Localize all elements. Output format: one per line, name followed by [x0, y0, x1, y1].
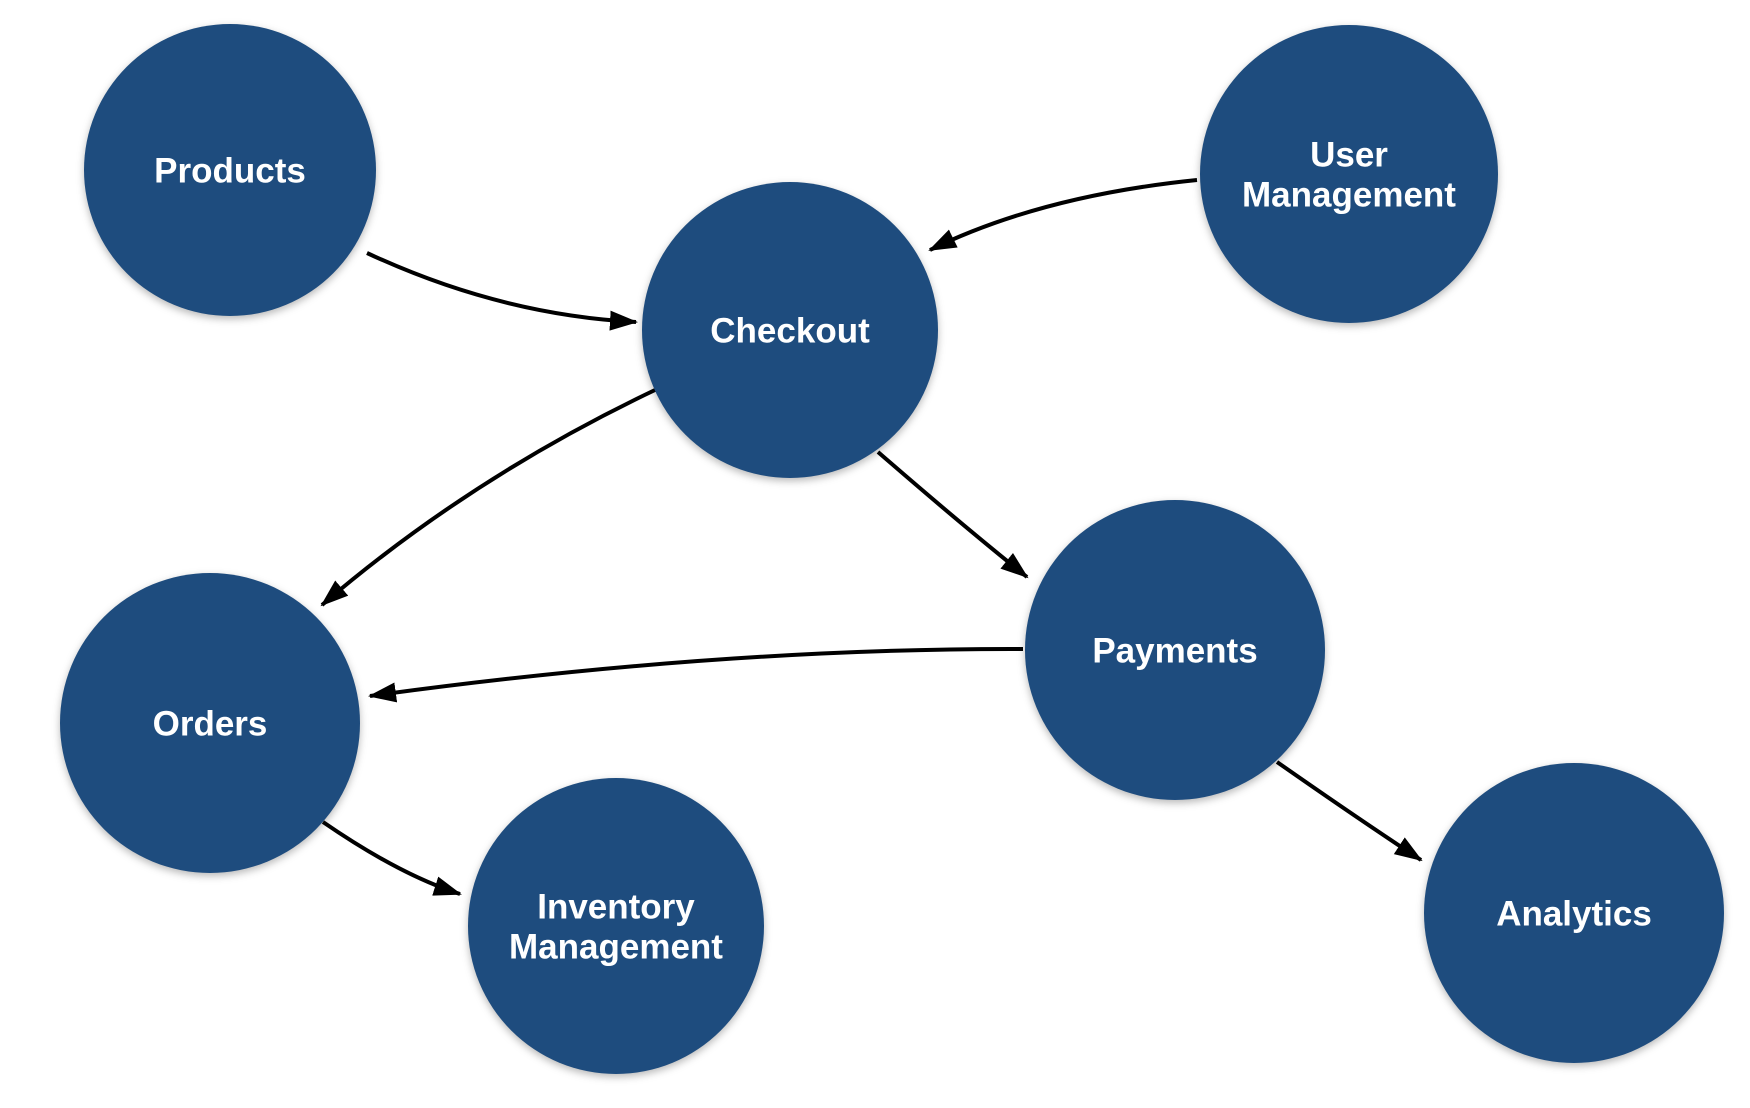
edge-payments-to-orders — [368, 646, 1024, 703]
edge-payments-to-analytics — [1275, 760, 1423, 862]
node-label-orders: Orders — [153, 705, 268, 744]
edge-checkout-to-payments — [876, 450, 1029, 579]
node-circle-products[interactable] — [84, 24, 376, 316]
edge-products-to-checkout — [366, 251, 638, 331]
node-circle-checkout[interactable] — [642, 182, 938, 478]
node-payments[interactable]: Payments — [1025, 500, 1325, 800]
node-circle-analytics[interactable] — [1424, 763, 1724, 1063]
node-orders[interactable]: Orders — [60, 573, 360, 873]
edges-layer — [320, 178, 1423, 896]
node-analytics[interactable]: Analytics — [1424, 763, 1724, 1063]
node-label-products: Products — [154, 152, 306, 191]
node-checkout[interactable]: Checkout — [642, 182, 938, 478]
edge-checkout-to-orders — [320, 388, 656, 607]
node-products[interactable]: Products — [84, 24, 376, 316]
node-label-checkout: Checkout — [710, 312, 870, 351]
node-circle-user-management[interactable] — [1200, 25, 1498, 323]
edge-orders-to-inventory-management — [321, 820, 462, 896]
edge-user-management-to-checkout — [928, 178, 1198, 252]
node-label-analytics: Analytics — [1496, 895, 1652, 934]
node-circle-orders[interactable] — [60, 573, 360, 873]
node-circle-payments[interactable] — [1025, 500, 1325, 800]
node-circle-inventory-management[interactable] — [468, 778, 764, 1074]
node-label-payments: Payments — [1092, 632, 1257, 671]
